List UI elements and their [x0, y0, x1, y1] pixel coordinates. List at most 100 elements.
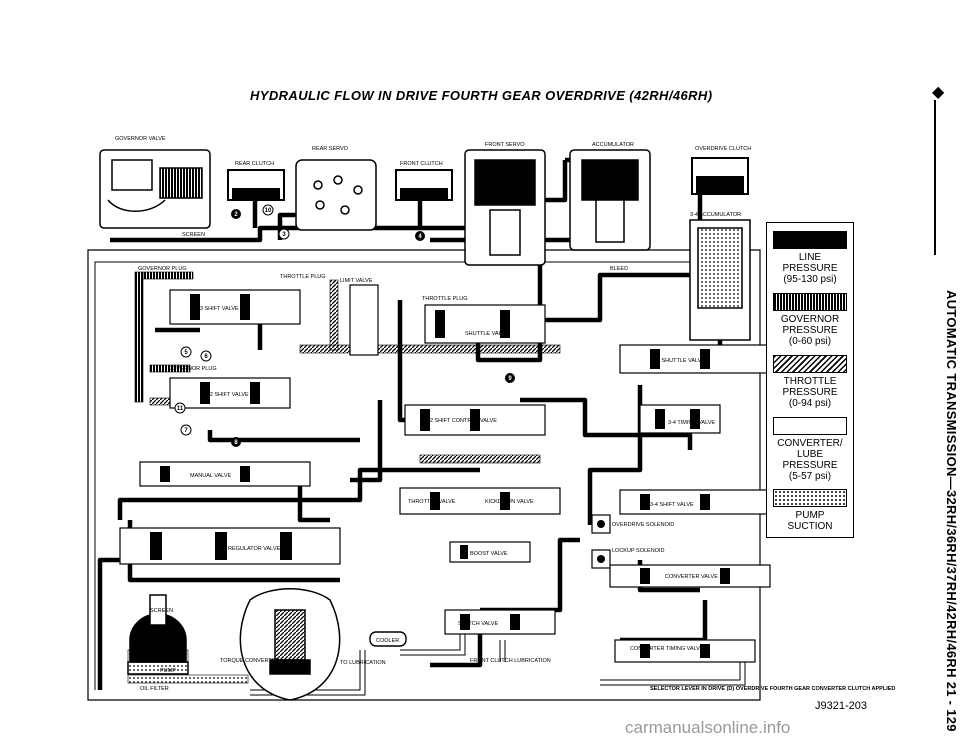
- legend-swatch: [773, 293, 847, 311]
- marker-number: 8: [234, 440, 238, 446]
- label-front-clutch-lube: FRONT CLUTCH LUBRICATION: [470, 658, 551, 664]
- legend: LINE PRESSURE(95-130 psi) GOVERNOR PRESSU…: [766, 222, 854, 538]
- marker-5: [180, 346, 192, 358]
- figure-id: J9321-203: [815, 700, 867, 712]
- overdrive-solenoid: [591, 514, 611, 534]
- marker-6: [200, 350, 212, 362]
- legend-range: (5-57 psi): [788, 471, 832, 482]
- label-governor-plug-mid: GOVERNOR PLUG: [168, 366, 217, 372]
- label-throttle-valve: THROTTLE VALVE: [408, 499, 456, 505]
- label-to-lubrication: TO LUBRICATION: [340, 660, 386, 666]
- label-kickdown-valve: KICKDOWN VALVE: [485, 499, 534, 505]
- marker-number: 5: [184, 350, 188, 356]
- rear-servo: [295, 159, 377, 231]
- label-control-valve-12: 1-2 SHIFT CONTROL VALVE: [425, 418, 497, 424]
- label-lockup-solenoid: LOCKUP SOLENOID: [612, 548, 664, 554]
- legend-label: GOVERNOR PRESSURE: [780, 314, 840, 336]
- valve-spools: [150, 294, 730, 658]
- cooler: [369, 631, 407, 647]
- marker-7: [180, 424, 192, 436]
- lockup-solenoid: [591, 549, 611, 569]
- label-converter-timing-valve: CONVERTER TIMING VALVE: [630, 646, 704, 652]
- marker-11: [174, 402, 186, 414]
- label-rear-clutch: REAR CLUTCH: [235, 161, 274, 167]
- accumulator: [569, 149, 651, 251]
- label-screen-bottom: SCREEN: [150, 608, 173, 614]
- label-converter-valve: CONVERTER VALVE: [665, 574, 718, 580]
- marker-2: [231, 209, 241, 219]
- label-limit-valve: LIMIT VALVE: [340, 278, 373, 284]
- marker-number: 10: [265, 208, 272, 214]
- diamond-icon: ◆: [932, 84, 945, 101]
- legend-item: LINE PRESSURE(95-130 psi): [772, 231, 848, 285]
- label-cooler: COOLER: [376, 638, 399, 644]
- governor-valve: [99, 149, 211, 229]
- legend-label: PUMP SUCTION: [787, 510, 833, 532]
- page-title: HYDRAULIC FLOW IN DRIVE FOURTH GEAR OVER…: [250, 88, 713, 103]
- legend-swatch: [773, 417, 847, 435]
- legend-swatch: [773, 231, 847, 249]
- legend-range: (95-130 psi): [783, 274, 837, 285]
- label-shift-valve-34: 3-4 SHIFT VALVE: [650, 502, 694, 508]
- label-governor-valve: GOVERNOR VALVE: [115, 136, 166, 142]
- marker-3: [278, 228, 290, 240]
- label-shift-valve-23: 2-3 SHIFT VALVE: [195, 306, 239, 312]
- legend-item: THROTTLE PRESSURE(0-94 psi): [772, 355, 848, 409]
- governor-pressure-passages: [134, 271, 194, 403]
- label-overdrive-clutch: OVERDRIVE CLUTCH: [695, 146, 751, 152]
- legend-label: THROTTLE PRESSURE: [782, 376, 838, 398]
- legend-swatch: [773, 355, 847, 373]
- label-accumulator-34: 3-4 ACCUMULATOR: [690, 212, 741, 218]
- label-overdrive-solenoid: OVERDRIVE SOLENOID: [612, 522, 674, 528]
- label-manual-valve: MANUAL VALVE: [190, 473, 231, 479]
- label-switch-valve: SWITCH VALVE: [458, 621, 498, 627]
- label-front-servo: FRONT SERVO: [485, 142, 525, 148]
- label-screen-top: SCREEN: [182, 232, 205, 238]
- legend-label: LINE PRESSURE: [782, 252, 838, 274]
- legend-item: GOVERNOR PRESSURE(0-60 psi): [772, 293, 848, 347]
- label-governor-plug-top: GOVERNOR PLUG: [138, 266, 187, 272]
- label-rear-servo: REAR SERVO: [312, 146, 349, 152]
- marker-number: 3: [282, 232, 286, 238]
- header-rule: [934, 100, 936, 255]
- pump: [127, 594, 189, 675]
- label-torque-converter: TORQUE CONVERTER: [220, 658, 279, 664]
- label-oil-filter: OIL FILTER: [140, 686, 169, 692]
- label-shift-valve-12: 1-2 SHIFT VALVE: [205, 392, 249, 398]
- label-front-clutch: FRONT CLUTCH: [400, 161, 443, 167]
- watermark: carmanualsonline.info: [625, 718, 791, 737]
- legend-swatch: [773, 489, 847, 507]
- legend-item: PUMP SUCTION: [772, 489, 848, 532]
- marker-number: 4: [418, 234, 422, 240]
- marker-4: [415, 231, 425, 241]
- marker-number: 7: [184, 428, 188, 434]
- label-accumulator: ACCUMULATOR: [592, 142, 634, 148]
- label-throttle-plug-top: THROTTLE PLUG: [280, 274, 326, 280]
- marker-10: [262, 204, 274, 216]
- label-bleed: BLEED: [610, 266, 628, 272]
- legend-label: CONVERTER/ LUBE PRESSURE: [777, 438, 843, 471]
- marker-number: 11: [177, 406, 184, 412]
- marker-number: 6: [204, 354, 208, 360]
- label-throttle-plug-mid: THROTTLE PLUG: [422, 296, 468, 302]
- marker-number: 9: [508, 376, 512, 382]
- legend-range: (0-60 psi): [788, 336, 832, 347]
- front-clutch: [395, 169, 453, 201]
- label-boost-valve: BOOST VALVE: [470, 551, 508, 557]
- label-shuttle-valve: SHUTTLE VALVE: [465, 331, 509, 337]
- legend-range: (0-94 psi): [788, 398, 832, 409]
- side-header: AUTOMATIC TRANSMISSION—32RH/36RH/37RH/42…: [944, 290, 959, 732]
- overdrive-clutch: [691, 157, 749, 195]
- label-shuttle-valve-34: 3-4 SHUTTLE VALVE: [652, 358, 705, 364]
- legend-item: CONVERTER/ LUBE PRESSURE(5-57 psi): [772, 417, 848, 482]
- accumulator-34: [689, 219, 751, 341]
- marker-9: [505, 373, 515, 383]
- label-regulator-valve: REGULATOR VALVE: [228, 546, 280, 552]
- marker-8: [231, 437, 241, 447]
- component-labels: GOVERNOR VALVE REAR SERVO REAR CLUTCH FR…: [115, 136, 895, 692]
- label-timing-valve-34: 3-4 TIMING VALVE: [668, 420, 715, 426]
- label-pump: PUMP: [160, 668, 176, 674]
- front-servo: [464, 149, 546, 266]
